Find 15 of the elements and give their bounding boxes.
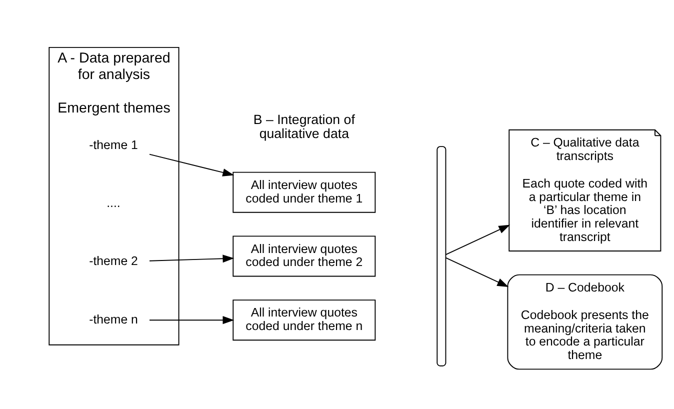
node-box: All interview quotes coded under theme 2 [232,236,376,277]
arrow [149,254,234,263]
node-text: -theme 1 [89,138,138,152]
node-box: All interview quotes coded under theme 1 [232,172,376,213]
arrow [149,316,234,324]
label: B – Integration of qualitative data [253,112,355,142]
node-box: D – Codebook Codebook presents the meaning/criteria taken to encode a particular theme [507,274,663,370]
node-brace [436,146,446,366]
arrow [149,154,234,176]
arrow [445,224,510,256]
node-text: -theme 2 [89,254,138,268]
label: .... [106,196,120,210]
arrow [445,257,509,287]
node-text: -theme n [89,312,138,326]
node-box: All interview quotes coded under theme n [232,300,376,341]
